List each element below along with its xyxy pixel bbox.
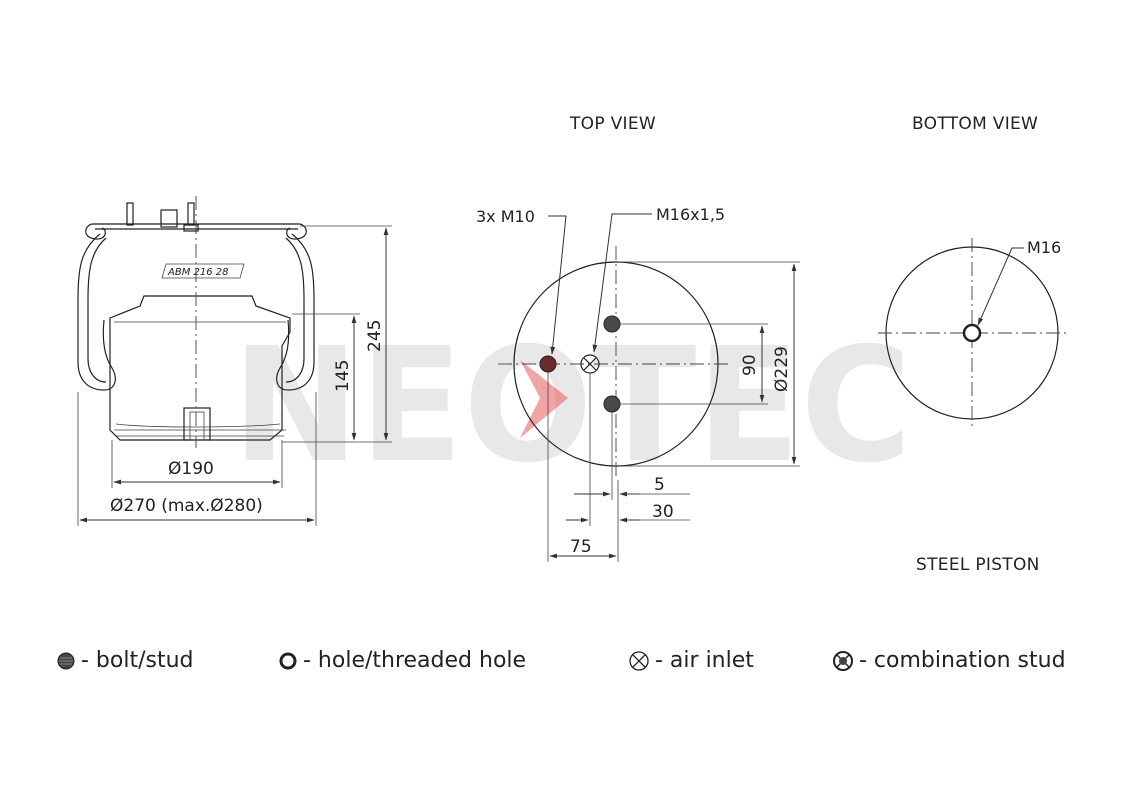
callout-bolts: 3x M10 bbox=[476, 207, 535, 226]
brand-watermark: NEOTEC bbox=[232, 314, 912, 498]
dim-plate-diameter: Ø229 bbox=[772, 346, 792, 392]
top-view: TOP VIEW 3x M10 M16x1,5 90 Ø229 bbox=[476, 114, 800, 562]
dim-height-piston: 145 bbox=[333, 360, 353, 392]
legend-item-bolt: - bolt/stud bbox=[56, 648, 194, 673]
piston-outline bbox=[109, 295, 291, 441]
hole-icon bbox=[279, 652, 297, 669]
piston-label: STEEL PISTON bbox=[916, 555, 1040, 575]
legend-item-air-inlet: - air inlet bbox=[628, 648, 754, 673]
bolt-stud bbox=[603, 315, 621, 333]
top-stud-left bbox=[126, 202, 134, 226]
bolt-stud bbox=[539, 355, 557, 373]
side-view: ABM 216 28 245 145 Ø190 Ø270 (max.Ø280) bbox=[77, 196, 392, 526]
legend-label: - combination stud bbox=[859, 648, 1066, 673]
air-fitting bbox=[160, 209, 178, 228]
callout-air-inlet: M16x1,5 bbox=[656, 205, 725, 224]
dim-bolt-spacing: 90 bbox=[740, 354, 760, 376]
piston-thread-boss bbox=[183, 407, 211, 441]
air-inlet-icon bbox=[629, 650, 649, 671]
legend: - bolt/stud - hole/threaded hole - air i… bbox=[0, 648, 1144, 678]
dim-offset-75: 75 bbox=[570, 537, 592, 557]
dim-offset-30: 30 bbox=[652, 502, 674, 522]
legend-label: - hole/threaded hole bbox=[303, 648, 527, 673]
legend-label: - bolt/stud bbox=[81, 648, 194, 673]
combination-stud-icon bbox=[833, 650, 853, 671]
legend-label: - air inlet bbox=[655, 648, 754, 673]
legend-item-combination-stud: - combination stud bbox=[832, 648, 1066, 673]
callout-thread: M16 bbox=[1027, 238, 1061, 257]
thread-hole bbox=[962, 323, 982, 343]
bottom-view: BOTTOM VIEW M16 STEEL PISTON bbox=[878, 114, 1066, 575]
bolt-stud-icon bbox=[57, 652, 75, 669]
legend-item-hole: - hole/threaded hole bbox=[278, 648, 526, 673]
dim-height-total: 245 bbox=[365, 320, 385, 352]
dim-offset-5: 5 bbox=[654, 475, 665, 495]
dim-dia-piston: Ø190 bbox=[168, 459, 214, 479]
bottom-view-title: BOTTOM VIEW bbox=[912, 114, 1038, 134]
top-stud-right bbox=[187, 202, 195, 226]
bellow-outline bbox=[77, 233, 315, 391]
model-tag: ABM 216 28 bbox=[167, 267, 229, 278]
dim-dia-bellow: Ø270 (max.Ø280) bbox=[110, 496, 263, 516]
watermark-red-arrow bbox=[520, 360, 568, 438]
bolt-stud bbox=[603, 395, 621, 413]
top-view-title: TOP VIEW bbox=[569, 114, 656, 134]
